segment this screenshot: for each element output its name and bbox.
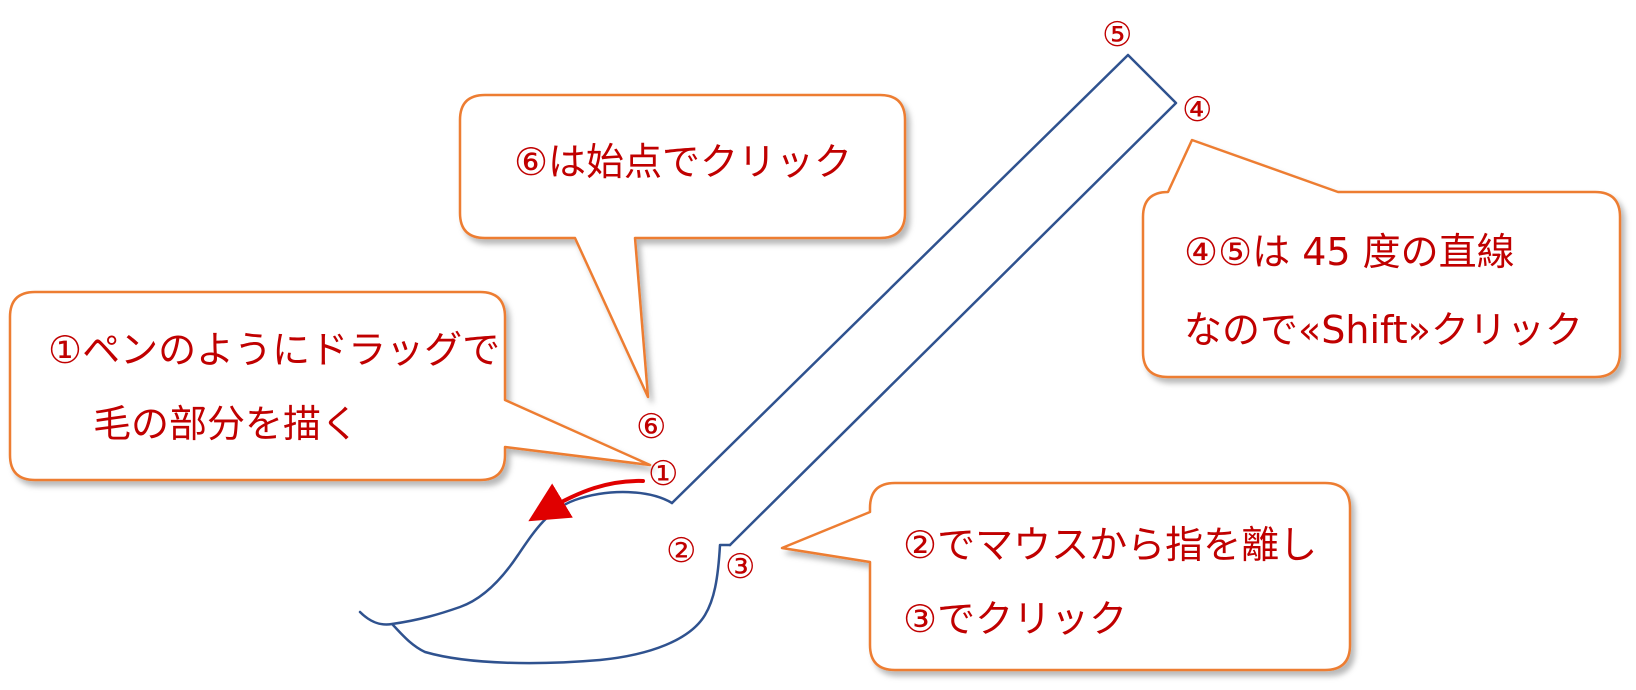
callout-freehand-line1: ①ペンのようにドラッグで <box>48 328 500 372</box>
callout-angle45-line2: なので«Shift»クリック <box>1184 308 1583 352</box>
callout-freehand-line2: 毛の部分を描く <box>93 402 359 446</box>
marker-1: ① <box>648 454 678 494</box>
callout-release <box>782 483 1350 670</box>
marker-5: ⑤ <box>1102 15 1132 55</box>
marker-3: ③ <box>725 547 755 587</box>
marker-6: ⑥ <box>636 407 666 447</box>
marker-4: ④ <box>1182 90 1212 130</box>
callout-freehand-bubble <box>10 292 650 480</box>
marker-2: ② <box>666 531 696 571</box>
brush-bristle-outline <box>360 492 730 663</box>
callout-angle45-line1: ④⑤は 45 度の直線 <box>1184 230 1515 274</box>
callout-start-point-text: ⑥は始点でクリック <box>514 140 852 184</box>
callout-release-bubble <box>782 483 1350 670</box>
callout-release-line1: ②でマウスから指を離し <box>903 523 1317 567</box>
callout-release-line2: ③でクリック <box>903 597 1127 641</box>
callout-freehand <box>10 292 650 480</box>
